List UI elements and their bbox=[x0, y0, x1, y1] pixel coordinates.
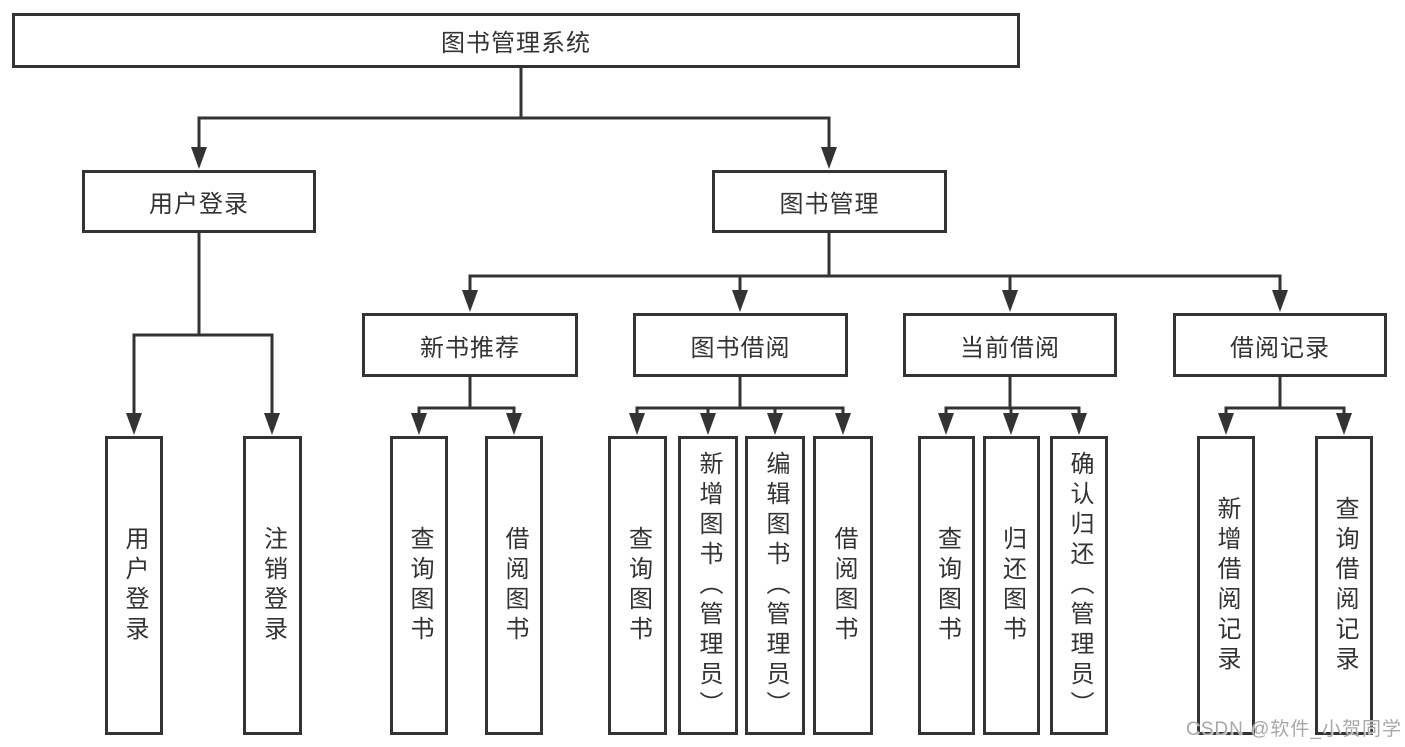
leaf-query-books-recommend: 查询图书 bbox=[390, 436, 448, 735]
leaf-user-login-label: 用户登录 bbox=[121, 525, 148, 646]
leaf-borrow-books-recommend-label: 借阅图书 bbox=[501, 525, 528, 646]
leaf-user-login: 用户登录 bbox=[105, 436, 163, 735]
leaf-confirm-return-admin: 确认归还（管理员） bbox=[1050, 436, 1108, 735]
leaf-add-borrow-record: 新增借阅记录 bbox=[1197, 436, 1255, 735]
node-book-borrow-label: 图书借阅 bbox=[690, 334, 791, 362]
leaf-return-books-label: 归还图书 bbox=[998, 525, 1026, 646]
leaf-query-books-borrow-label: 查询图书 bbox=[624, 525, 652, 646]
node-user-login: 用户登录 bbox=[82, 170, 316, 233]
leaf-edit-book-admin: 编辑图书（管理员） bbox=[745, 436, 805, 735]
leaf-add-borrow-record-label: 新增借阅记录 bbox=[1213, 495, 1240, 676]
node-book-management: 图书管理 bbox=[712, 170, 947, 233]
node-new-book-recommend: 新书推荐 bbox=[362, 313, 578, 377]
node-user-login-label: 用户登录 bbox=[149, 191, 249, 218]
leaf-borrow-books-label: 借阅图书 bbox=[830, 525, 857, 646]
node-current-borrow: 当前借阅 bbox=[903, 313, 1117, 377]
leaf-logout: 注销登录 bbox=[243, 436, 302, 735]
node-new-book-recommend-label: 新书推荐 bbox=[420, 334, 520, 362]
leaf-return-books: 归还图书 bbox=[983, 436, 1040, 735]
leaf-add-book-admin-label: 新增图书（管理员） bbox=[695, 450, 722, 721]
leaf-query-books-recommend-label: 查询图书 bbox=[406, 525, 433, 646]
node-borrow-records-label: 借阅记录 bbox=[1230, 334, 1330, 362]
leaf-add-book-admin: 新增图书（管理员） bbox=[678, 436, 738, 735]
leaf-edit-book-admin-label: 编辑图书（管理员） bbox=[762, 450, 789, 721]
node-borrow-records: 借阅记录 bbox=[1173, 313, 1387, 377]
node-root-label: 图书管理系统 bbox=[441, 30, 591, 57]
node-book-management-label: 图书管理 bbox=[779, 191, 880, 218]
node-current-borrow-label: 当前借阅 bbox=[960, 334, 1060, 362]
leaf-borrow-books-recommend: 借阅图书 bbox=[485, 436, 543, 735]
leaf-logout-label: 注销登录 bbox=[259, 525, 287, 646]
leaf-query-borrow-record-label: 查询借阅记录 bbox=[1331, 495, 1358, 676]
leaf-query-books-borrow: 查询图书 bbox=[608, 436, 667, 735]
leaf-query-books-current: 查询图书 bbox=[918, 436, 975, 735]
node-book-borrow: 图书借阅 bbox=[633, 313, 848, 377]
leaf-confirm-return-admin-label: 确认归还（管理员） bbox=[1066, 450, 1093, 721]
leaf-query-borrow-record: 查询借阅记录 bbox=[1315, 436, 1373, 735]
leaf-borrow-books: 借阅图书 bbox=[813, 436, 873, 735]
node-root: 图书管理系统 bbox=[12, 13, 1020, 68]
leaf-query-books-current-label: 查询图书 bbox=[933, 525, 961, 646]
